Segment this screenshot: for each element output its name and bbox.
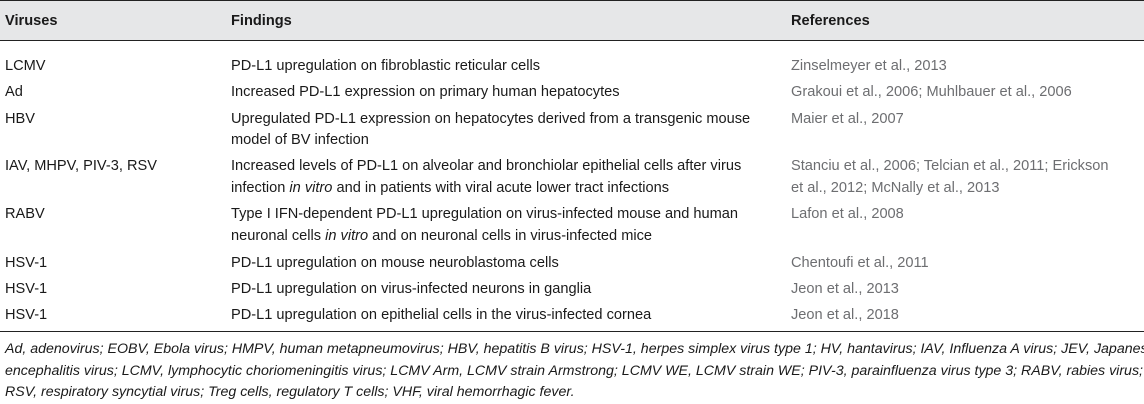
row-1-finding: PD-L1 upregulation on fibroblastic retic… (231, 58, 541, 74)
row-5-finding-line-2: neuronal cells in vitro and on neuronal … (231, 225, 652, 247)
row-4-finding-text-a: infection (231, 180, 286, 196)
footnote-line-1: Ad, adenovirus; EOBV, Ebola virus; HMPV,… (5, 341, 1144, 357)
table-header: Viruses Findings References (0, 0, 1144, 41)
row-3-reference: Maier et al., 2007 (791, 111, 904, 127)
row-5-finding-text-a: neuronal cells (231, 228, 322, 244)
row-5-reference: Lafon et al., 2008 (791, 206, 904, 222)
row-7-finding: PD-L1 upregulation on virus-infected neu… (231, 281, 592, 297)
row-3-finding-line-2: model of BV infection (231, 132, 369, 148)
row-1-virus: LCMV (5, 58, 46, 74)
row-4-finding-text-b: and in patients with viral acute lower t… (336, 180, 670, 196)
row-2-reference: Grakoui et al., 2006; Muhlbauer et al., … (791, 84, 1072, 100)
row-4-finding-italic: in vitro (289, 180, 333, 196)
header-references: References (791, 13, 870, 29)
table-footnote: Ad, adenovirus; EOBV, Ebola virus; HMPV,… (5, 339, 1144, 404)
row-1-reference: Zinselmeyer et al., 2013 (791, 58, 947, 74)
row-4-reference-line-2: et al., 2012; McNally et al., 2013 (791, 180, 1000, 196)
table-bottom-rule (0, 331, 1144, 332)
row-6-reference: Chentoufi et al., 2011 (791, 255, 929, 271)
row-3-virus: HBV (5, 111, 36, 127)
row-5-finding-italic: in vitro (325, 228, 369, 244)
row-4-reference-line-1: Stanciu et al., 2006; Telcian et al., 20… (791, 158, 1109, 174)
row-6-virus: HSV-1 (5, 255, 48, 271)
row-5-finding-text-b: and on neuronal cells in virus-infected … (372, 228, 653, 244)
row-2-virus: Ad (5, 84, 23, 100)
footnote-line-3: RSV, respiratory syncytial virus; Treg c… (5, 384, 575, 400)
header-viruses: Viruses (5, 13, 58, 29)
row-8-virus: HSV-1 (5, 307, 48, 323)
footnote-line-2: encephalitis virus; LCMV, lymphocytic ch… (5, 362, 1143, 379)
row-2-finding: Increased PD-L1 expression on primary hu… (231, 84, 620, 100)
row-5-virus: RABV (5, 206, 45, 222)
row-7-reference: Jeon et al., 2013 (791, 281, 899, 297)
row-6-finding: PD-L1 upregulation on mouse neuroblastom… (231, 255, 559, 271)
row-4-finding-line-1: Increased levels of PD-L1 on alveolar an… (231, 158, 742, 174)
row-7-virus: HSV-1 (5, 281, 48, 297)
row-4-virus: IAV, MHPV, PIV-3, RSV (5, 158, 157, 174)
row-8-reference: Jeon et al., 2018 (791, 307, 899, 323)
row-8-finding: PD-L1 upregulation on epithelial cells i… (231, 307, 652, 323)
row-4-finding-line-2: infection in vitro and in patients with … (231, 177, 669, 199)
header-findings: Findings (231, 13, 292, 29)
row-3-finding-line-1: Upregulated PD-L1 expression on hepatocy… (231, 111, 751, 127)
row-5-finding-line-1: Type I IFN-dependent PD-L1 upregulation … (231, 206, 739, 222)
